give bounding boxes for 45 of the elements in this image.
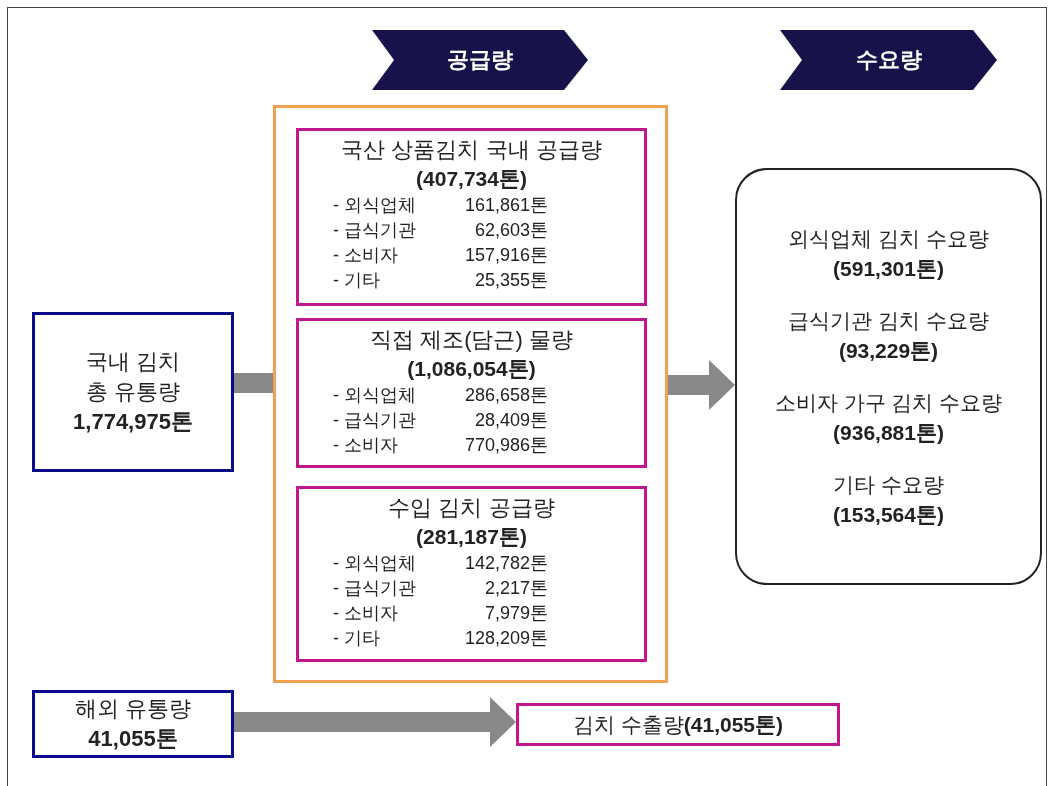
header-chevron [372,30,588,90]
arrow [234,697,516,747]
group-box [273,105,668,683]
box-heading: 직접 제조(담근) 물량 [369,326,574,354]
demand-amount: (153,564톤) [832,501,945,528]
total-amount: (1,086,054톤) [406,356,537,382]
list-item: - 기타 128,209톤 [333,627,548,650]
demand-box [735,168,1042,585]
list-item: - 소비자 157,916톤 [333,244,548,267]
list-item: - 급식기관 62,603톤 [333,219,548,242]
total-amount: (407,734톤) [415,166,528,192]
demand-heading: 기타 수요량 [832,471,945,498]
header-label: 수요량 [855,46,922,74]
total-amount: (281,187톤) [415,524,528,550]
demand-heading: 외식업체 김치 수요량 [787,225,990,252]
list-item: - 외식업체 161,861톤 [333,194,548,217]
list-item: - 소비자 770,986톤 [333,434,548,457]
box-heading: 국내 김치 총 유통량 [84,348,182,406]
list-item: - 외식업체 286,658톤 [333,384,548,407]
box-heading: 수입 김치 공급량 [387,494,556,522]
supply-box [296,486,647,662]
demand-heading: 소비자 가구 김치 수요량 [773,389,1004,416]
list-item: - 급식기관 2,217톤 [333,577,548,600]
list-item: - 외식업체 142,782톤 [333,552,548,575]
export-box [516,703,840,746]
header-label: 공급량 [447,46,513,74]
arrow [668,360,735,410]
source-box [32,312,234,472]
supply-box [296,128,647,306]
total-amount: 1,774,975톤 [72,408,194,436]
demand-amount: (936,881톤) [832,419,945,446]
list-item: - 소비자 7,979톤 [333,602,548,625]
source-box [32,690,234,758]
supply-box [296,318,647,468]
total-amount: 41,055톤 [87,725,179,753]
demand-amount: (591,301톤) [832,255,945,282]
demand-heading: 급식기관 김치 수요량 [787,307,990,334]
export-label: 김치 수출량(41,055톤) [572,711,784,738]
header-chevron [780,30,997,90]
box-heading: 국산 상품김치 국내 공급량 [340,136,603,164]
demand-amount: (93,229톤) [837,337,940,364]
list-item: - 급식기관 28,409톤 [333,409,548,432]
box-heading: 해외 유통량 [73,695,193,723]
list-item: - 기타 25,355톤 [333,269,548,292]
connector-bar [234,373,273,393]
